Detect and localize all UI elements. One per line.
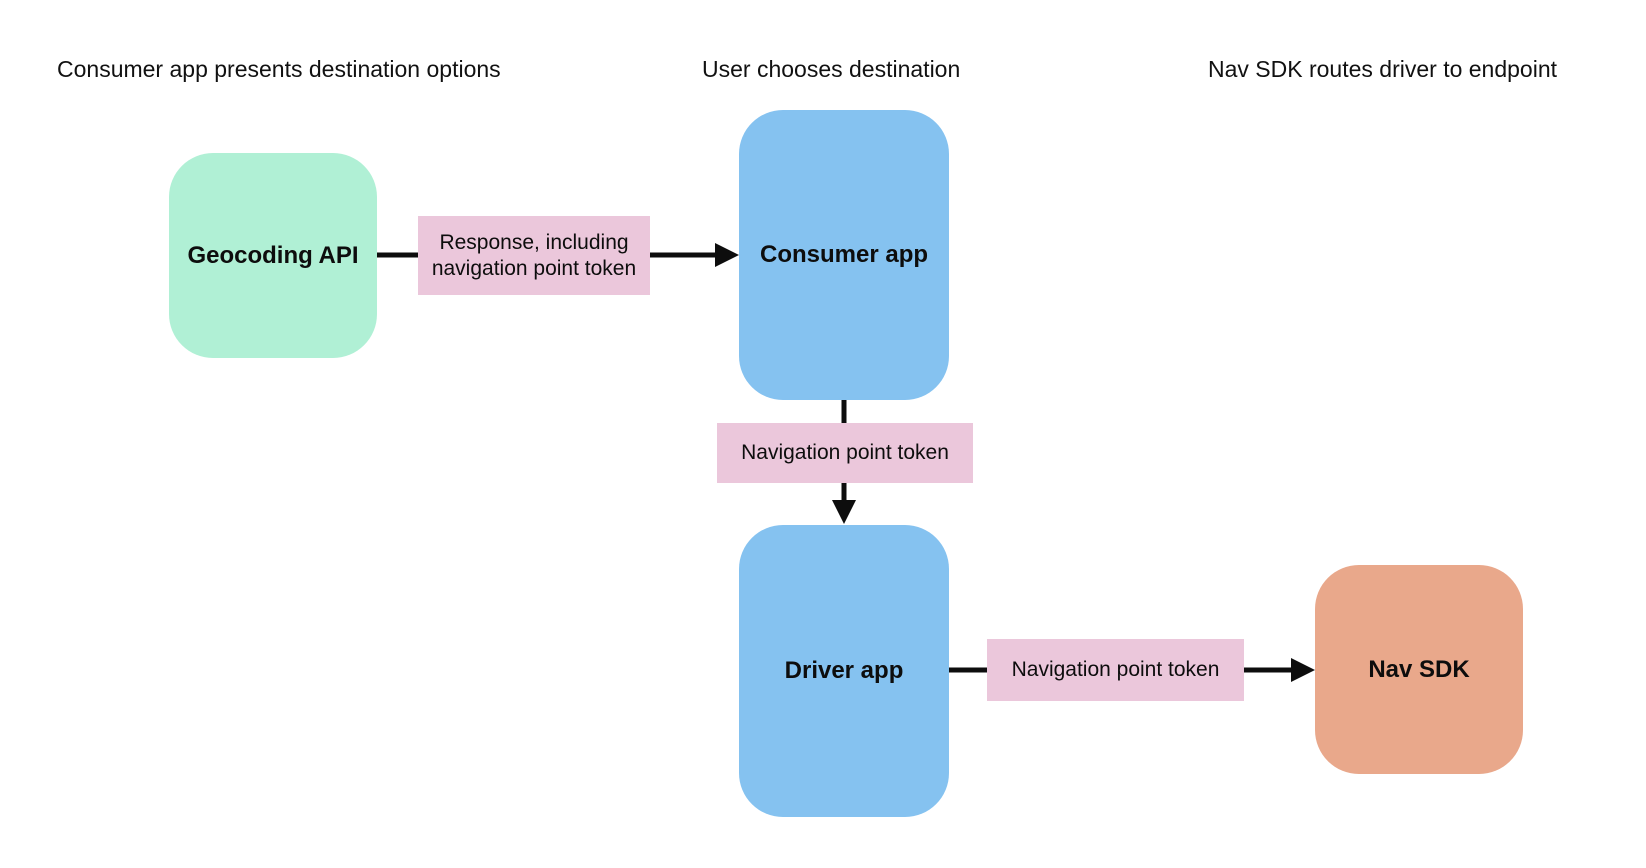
edge-label-navigation-point-token-1: Navigation point token	[717, 423, 973, 483]
node-driver-app: Driver app	[739, 525, 949, 817]
node-geocoding-api: Geocoding API	[169, 153, 377, 358]
node-driver-app-label: Driver app	[784, 657, 904, 684]
edge-label-navigation-point-token-2: Navigation point token	[987, 639, 1244, 701]
node-nav-sdk-label: Nav SDK	[1368, 655, 1470, 683]
stage-header-user-chooses: User chooses destination	[702, 56, 961, 82]
node-nav-sdk: Nav SDK	[1315, 565, 1523, 774]
stage-header-navsdk-routes: Nav SDK routes driver to endpoint	[1208, 56, 1558, 82]
node-geocoding-api-label: Geocoding API	[187, 241, 359, 269]
node-consumer-app-label: Consumer app	[759, 241, 929, 268]
edge-label-response-including-token: Response, including navigation point tok…	[418, 216, 650, 295]
node-consumer-app: Consumer app	[739, 110, 949, 400]
stage-header-consumer-presents: Consumer app presents destination option…	[57, 56, 501, 82]
